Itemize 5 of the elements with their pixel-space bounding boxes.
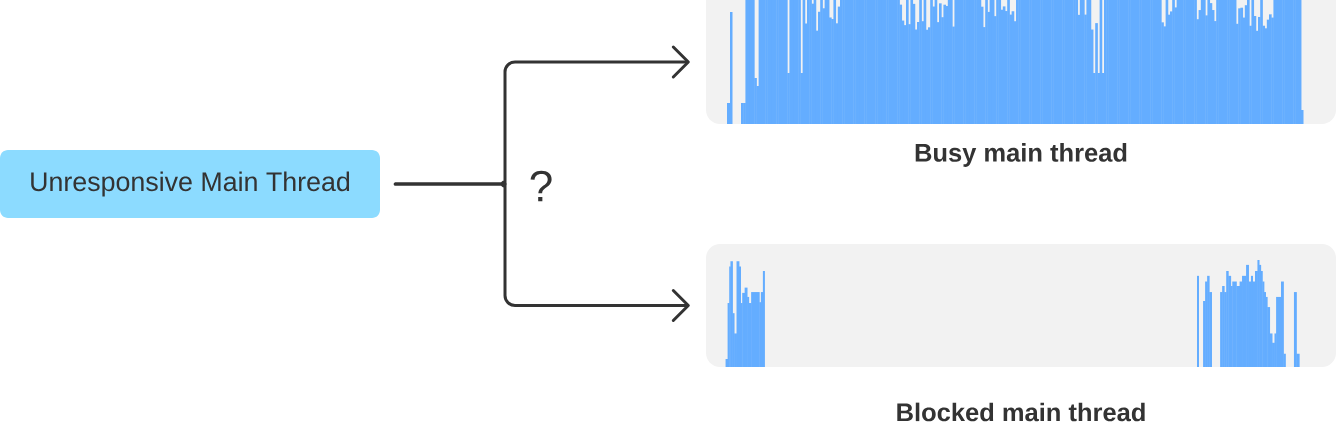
process-box: Unresponsive Main Thread — [0, 150, 380, 218]
panel-label: Blocked main thread — [897, 402, 1145, 422]
question-label: ? — [530, 170, 552, 202]
panel-label: Busy main thread — [915, 143, 1127, 167]
arrow — [393, 182, 690, 322]
